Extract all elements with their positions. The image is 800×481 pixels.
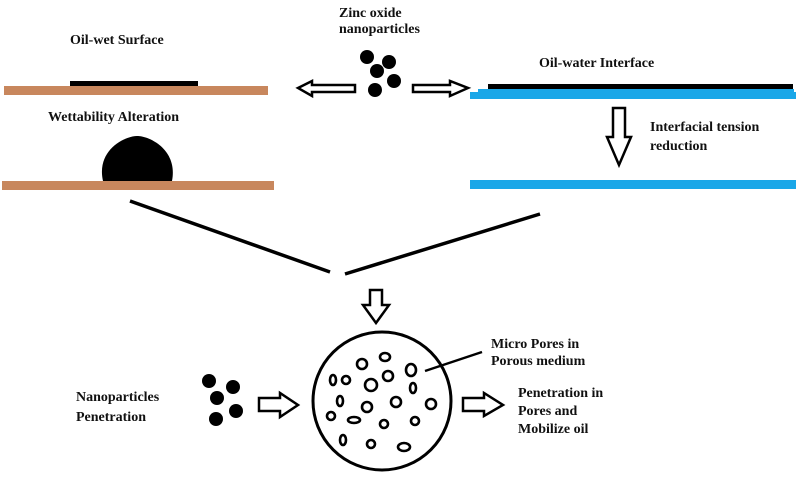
pore: [424, 397, 438, 411]
nanoparticle: [226, 380, 240, 394]
mobilize-label-line3: Mobilize oil: [518, 422, 589, 437]
wettability-alteration-label: Wettability Alteration: [48, 110, 180, 125]
penetrating-nanoparticle-cluster: [202, 374, 243, 426]
pore: [396, 441, 412, 453]
pore: [409, 415, 421, 427]
zinc-oxide-label-line2: nanoparticles: [339, 22, 420, 37]
oil-film: [70, 81, 198, 86]
ift-label-line2: reduction: [650, 139, 708, 154]
pore: [355, 357, 369, 371]
down-arrow-to-medium-icon: [360, 288, 392, 326]
pore: [335, 394, 345, 408]
water-layer-bottom: [470, 180, 796, 189]
down-arrow-icon: [605, 106, 633, 169]
zinc-oxide-label-line1: Zinc oxide: [339, 6, 402, 21]
nanoparticles-penetration-label-line1: Nanoparticles: [76, 390, 160, 405]
water-layer-top: [470, 92, 796, 99]
wettability-alteration: [2, 136, 274, 190]
pore: [378, 418, 390, 430]
pore: [340, 374, 352, 386]
zinc-oxide-particle-cluster: [360, 50, 401, 97]
micro-pores-label-line2: Porous medium: [491, 354, 586, 369]
oil-wet-surface-label: Oil-wet Surface: [70, 33, 164, 48]
nanoparticle: [360, 50, 374, 64]
nanoparticle: [368, 83, 382, 97]
ift-label-line1: Interfacial tension: [650, 120, 760, 135]
nanoparticle: [229, 404, 243, 418]
pore: [365, 438, 377, 450]
rock-surface-bottom: [2, 181, 274, 190]
nanoparticle: [210, 391, 224, 405]
converging-line-left: [129, 199, 331, 274]
oil-layer: [488, 84, 793, 90]
oil-droplet: [101, 136, 173, 181]
rock-surface-top: [4, 86, 268, 95]
nanoparticle: [382, 55, 396, 69]
left-arrow-icon: [295, 78, 357, 99]
pore: [389, 395, 403, 409]
pore: [346, 415, 362, 425]
micro-pores: [325, 351, 438, 453]
pore: [363, 377, 379, 393]
pore: [328, 373, 338, 387]
arrow-into-medium-icon: [257, 390, 301, 420]
micro-pores-leader-line: [424, 350, 483, 373]
pore: [408, 381, 418, 395]
converging-line-right: [344, 212, 541, 276]
oil-water-interface: [470, 84, 796, 99]
nanoparticle: [370, 64, 384, 78]
oil-water-interface-label: Oil-water Interface: [539, 56, 655, 71]
water-edge: [478, 89, 794, 93]
nanoparticles-penetration-label-line2: Penetration: [76, 410, 146, 425]
oil-wet-surface: [4, 81, 268, 95]
pore: [325, 410, 337, 422]
pore: [404, 362, 418, 378]
mobilize-label-line1: Penetration in: [518, 386, 604, 401]
pore: [338, 433, 348, 447]
nanoparticle: [387, 74, 401, 88]
nanoparticle: [202, 374, 216, 388]
pore: [381, 369, 395, 383]
pore: [378, 351, 392, 363]
micro-pores-label-line1: Micro Pores in: [491, 337, 580, 352]
arrow-out-of-medium-icon: [461, 390, 506, 419]
mobilize-label-line2: Pores and: [518, 404, 578, 419]
nanoparticle: [209, 412, 223, 426]
pore: [360, 400, 374, 414]
right-arrow-icon: [411, 79, 472, 98]
